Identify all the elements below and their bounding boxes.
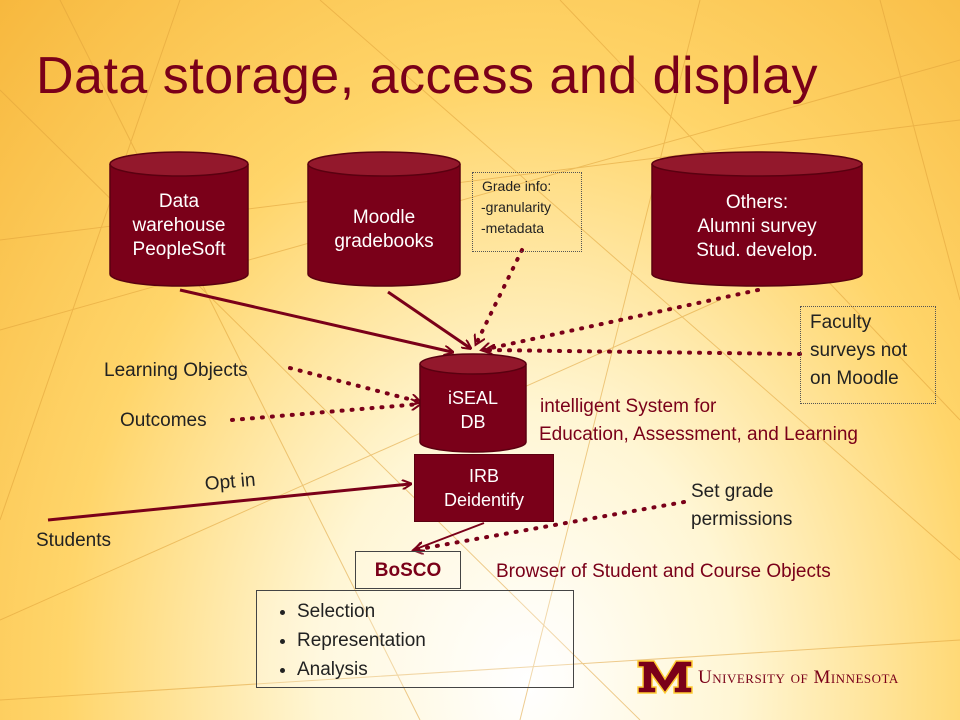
page-title: Data storage, access and display <box>36 47 818 105</box>
wordmark-of: of <box>790 667 809 688</box>
dotted-others-to-iseal <box>482 288 760 350</box>
others-cylinder: Others: Alumni survey Stud. develop. <box>650 150 864 290</box>
dotted-faculty-to-iseal <box>486 350 802 354</box>
iseal-line-2: DB <box>460 412 486 432</box>
faculty-surveys-line-1: Faculty <box>810 312 872 333</box>
opt-in-label: Opt in <box>204 469 257 495</box>
grade-info-line-2: -granularity <box>481 199 552 215</box>
dotted-gradeinfo-to-iseal <box>476 248 524 344</box>
others-line-1: Others: <box>725 192 789 213</box>
moodle-line-2: gradebooks <box>334 231 434 252</box>
wordmark-university: University <box>698 667 786 688</box>
data-warehouse-line-3: PeopleSoft <box>132 239 226 260</box>
outcomes-label: Outcomes <box>120 410 207 431</box>
dotted-permissions-to-bosco <box>414 500 686 550</box>
moodle-cylinder: Moodle gradebooks <box>306 150 462 290</box>
iseal-description-line-1: intelligent System for <box>540 396 717 417</box>
arrow-warehouse-to-iseal <box>179 288 452 352</box>
arrow-students-to-irb <box>47 484 410 522</box>
students-label: Students <box>36 530 111 551</box>
bosco-description: Browser of Student and Course Objects <box>496 561 831 582</box>
university-m-logo-icon <box>637 660 693 695</box>
faculty-surveys-box <box>800 306 936 404</box>
bosco-features-box: Selection Representation Analysis <box>256 590 574 688</box>
data-warehouse-cylinder: Data warehouse PeopleSoft <box>108 150 250 290</box>
line-irb-to-bosco <box>416 522 485 549</box>
iseal-db-cylinder: iSEAL DB <box>418 352 528 456</box>
grade-info-line-1: Grade info: <box>482 178 552 194</box>
others-line-2: Alumni survey <box>697 216 817 237</box>
faculty-surveys-line-3: on Moodle <box>810 368 899 389</box>
grade-info-box <box>472 172 582 252</box>
grade-permissions-line-1: Set grade <box>691 481 774 502</box>
bosco-label-box: BoSCO <box>355 551 461 589</box>
irb-deidentify-box: IRB Deidentify <box>414 454 554 522</box>
dotted-learningobjects-to-iseal <box>288 366 420 402</box>
learning-objects-label: Learning Objects <box>104 360 248 381</box>
others-line-3: Stud. develop. <box>696 240 818 261</box>
list-item: Representation <box>297 626 573 655</box>
iseal-description-line-2: Education, Assessment, and Learning <box>539 424 858 445</box>
list-item: Analysis <box>297 655 573 684</box>
grade-info-line-3: -metadata <box>481 220 545 236</box>
wordmark-minnesota: Minnesota <box>813 667 899 688</box>
data-warehouse-line-1: Data <box>158 191 200 212</box>
dotted-outcomes-to-iseal <box>230 404 420 422</box>
iseal-line-1: iSEAL <box>447 388 499 408</box>
arrow-moodle-to-iseal <box>387 290 470 348</box>
data-warehouse-line-2: warehouse <box>132 215 226 236</box>
university-wordmark: University of Minnesota <box>698 667 899 689</box>
moodle-line-1: Moodle <box>352 207 416 228</box>
irb-line-2: Deidentify <box>443 490 525 510</box>
faculty-surveys-line-2: surveys not <box>810 340 908 361</box>
list-item: Selection <box>297 597 573 626</box>
irb-line-1: IRB <box>468 466 499 486</box>
grade-permissions-line-2: permissions <box>691 509 793 530</box>
